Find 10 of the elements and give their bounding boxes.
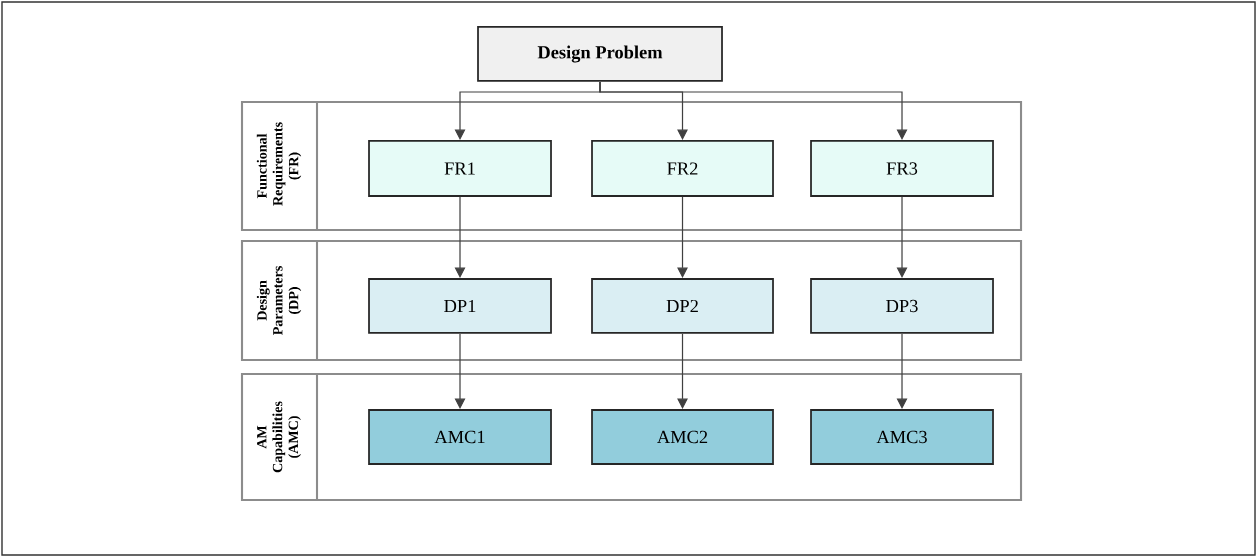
process-box: FR2 bbox=[591, 140, 774, 197]
process-box: DP1 bbox=[368, 278, 552, 334]
process-box: FR1 bbox=[368, 140, 552, 197]
process-box: DP3 bbox=[810, 278, 994, 334]
process-box: AMC1 bbox=[368, 409, 552, 465]
process-box: DP2 bbox=[591, 278, 774, 334]
process-box: AMC3 bbox=[810, 409, 994, 465]
process-box: FR3 bbox=[810, 140, 994, 197]
title-box: Design Problem bbox=[477, 26, 723, 82]
process-box: AMC2 bbox=[591, 409, 774, 465]
